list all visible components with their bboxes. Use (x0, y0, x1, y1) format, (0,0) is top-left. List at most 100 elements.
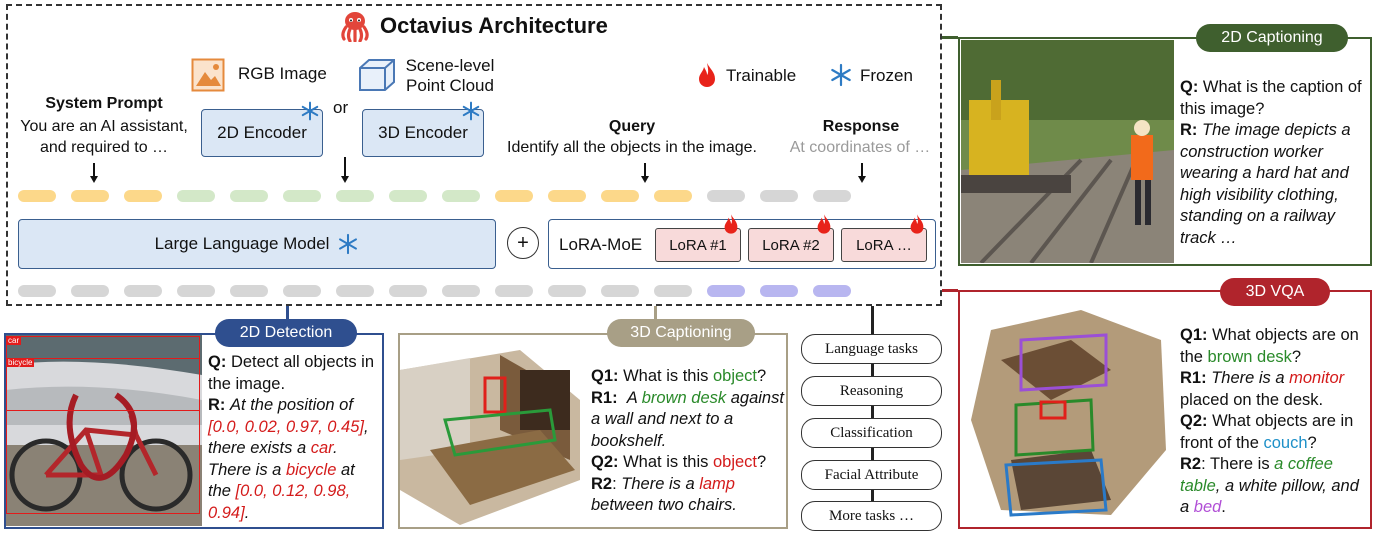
token (18, 190, 56, 202)
q2-label: Q2: (1180, 412, 1208, 430)
arrow-head (341, 176, 349, 183)
flame-icon (699, 63, 715, 87)
lora-expert-2: LoRA #2 (748, 228, 834, 262)
r-coord: [0.0, 0.12, 0.98, 0.94] (208, 482, 351, 522)
system-prompt-label: System Prompt (45, 95, 163, 112)
task-reasoning: Reasoning (801, 376, 942, 406)
bicycle-image: car bicycle (6, 335, 202, 526)
lora-moe-label: LoRA-MoE (559, 235, 643, 254)
scene-point-cloud-image (961, 300, 1175, 526)
connector-2d-detection (286, 306, 289, 322)
cube-icon (359, 59, 395, 91)
system-prompt-text: You are an AI assistant, and required to… (4, 116, 204, 158)
task-more: More tasks … (801, 501, 942, 531)
frozen-label: Frozen (860, 66, 913, 85)
r1-part: A (626, 388, 642, 407)
q-text: What is the caption of this image? (1180, 78, 1362, 118)
r-label: R: (208, 396, 226, 414)
architecture-box (6, 4, 942, 306)
lora-expert-3: LoRA … (841, 228, 927, 262)
token (124, 190, 162, 202)
token (654, 285, 692, 297)
r2-part: There is a (621, 474, 700, 493)
token (654, 190, 692, 202)
token (813, 190, 851, 202)
2d-captioning-qa: Q: What is the caption of this image? R:… (1180, 77, 1368, 249)
token (71, 285, 109, 297)
scene-drawing (971, 310, 1166, 517)
token (71, 190, 109, 202)
railway-image (961, 40, 1174, 263)
token (442, 190, 480, 202)
snowflake-icon (831, 63, 851, 87)
flame-icon (724, 214, 738, 234)
r2-part: between two chairs. (591, 496, 737, 514)
q2-label: Q2: (591, 453, 619, 471)
bicycle-bbox (6, 358, 200, 514)
arrow-line (93, 163, 95, 177)
r1-label: R1: (591, 388, 618, 407)
task-classification: Classification (801, 418, 942, 448)
token (177, 285, 215, 297)
q1-part: What objects are on the (1180, 326, 1359, 366)
lora-expert-1: LoRA #1 (655, 228, 741, 262)
token (601, 190, 639, 202)
q2-object: couch (1263, 433, 1308, 452)
task-facial-attribute: Facial Attribute (801, 460, 942, 490)
plus-circle: + (507, 227, 539, 259)
r1-object: monitor (1289, 369, 1345, 387)
r-part: , there exists a (208, 417, 369, 458)
token (442, 285, 480, 297)
task-language: Language tasks (801, 334, 942, 364)
token (548, 285, 586, 297)
r2-object: bed (1193, 498, 1222, 516)
connector-2d-captioning (942, 36, 958, 39)
q1-object: object (712, 367, 757, 385)
token (389, 190, 427, 202)
query-text: Identify all the objects in the image. (507, 139, 757, 156)
q-label: Q: (208, 353, 227, 371)
q-text: Detect all objects in the image. (208, 353, 375, 393)
token (760, 190, 798, 202)
r-label: R: (1180, 121, 1198, 139)
r2-object: lamp (699, 474, 735, 493)
arrow-line (861, 163, 863, 177)
2d-captioning-panel (958, 37, 1372, 266)
room-point-cloud-image (400, 340, 584, 525)
response-text: At coordinates of … (789, 139, 931, 156)
token (389, 285, 427, 297)
q1-end: ? (757, 367, 767, 385)
r-coord: [0.0, 0.02, 0.97, 0.45] (208, 417, 364, 436)
token (495, 190, 533, 202)
bicycle-bbox-label: bicycle (6, 358, 35, 367)
r-object: bicycle (285, 460, 337, 479)
r1-part: against a wall and next to a bookshelf. (591, 388, 784, 450)
arrow-head (858, 176, 866, 183)
system-prompt-line-1: You are an AI assistant, (20, 118, 188, 135)
token (601, 285, 639, 297)
r2-object: a coffee table (1180, 455, 1333, 495)
token (283, 190, 321, 202)
r1-label: R1: (1180, 369, 1207, 387)
point-cloud-label: Scene-level Point Cloud (400, 56, 500, 96)
r-part: At the position of (230, 396, 353, 414)
r1-object: brown desk (641, 388, 727, 407)
r-text: The image depicts a construction worker … (1180, 121, 1351, 247)
r2-part: , a white pillow, and a (1180, 476, 1359, 517)
r1-part: There is a (1211, 369, 1290, 387)
token (177, 190, 215, 202)
input-token-row (18, 190, 851, 202)
llm-block: Large Language Model (18, 219, 496, 269)
q1-object: brown desk (1207, 347, 1292, 366)
r-part: . (244, 503, 250, 522)
point-cloud-line-2: Point Cloud (406, 76, 494, 95)
snowflake-icon (301, 101, 319, 121)
3d-captioning-qa: Q1: What is this object? R1: A brown des… (591, 366, 785, 517)
q2-text: What is this (618, 453, 713, 471)
query-label: Query (608, 118, 656, 135)
response-label: Response (822, 118, 900, 135)
r2-label: R2 (1180, 455, 1202, 473)
arrow-line (644, 163, 646, 177)
task-spine (871, 322, 874, 512)
snowflake-icon (339, 233, 358, 255)
